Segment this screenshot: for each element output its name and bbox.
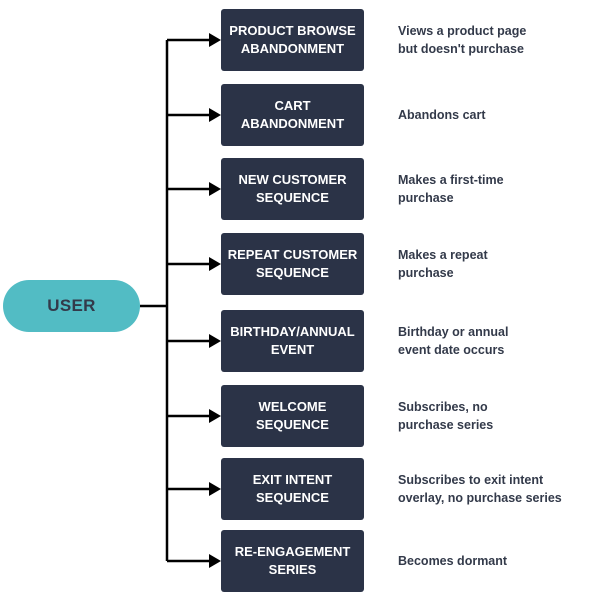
flow-description: Makes a first-time purchase	[398, 173, 504, 205]
arrowhead-icon	[209, 409, 221, 423]
flow-box-cart-abandonment: CART ABANDONMENT	[221, 84, 364, 146]
arrowhead-icon	[209, 33, 221, 47]
arrowhead-icon	[209, 108, 221, 122]
flow-box-welcome-sequence: WELCOME SEQUENCE	[221, 385, 364, 447]
arrowhead-icon	[209, 334, 221, 348]
flow-box-birthday-annual-event: BIRTHDAY/ANNUAL EVENT	[221, 310, 364, 372]
user-node: USER	[3, 280, 140, 332]
flow-box-new-customer-sequence: NEW CUSTOMER SEQUENCE	[221, 158, 364, 220]
flow-box-exit-intent-sequence: EXIT INTENT SEQUENCE	[221, 458, 364, 520]
user-label: USER	[47, 296, 96, 315]
flow-box-product-browse-abandonment: PRODUCT BROWSE ABANDONMENT	[221, 9, 364, 71]
flow-description: Subscribes, no purchase series	[398, 400, 494, 432]
flow-description: Birthday or annual event date occurs	[398, 325, 509, 357]
flow-description: Becomes dormant	[398, 554, 508, 568]
arrowhead-icon	[209, 482, 221, 496]
flow-box-re-engagement-series: RE-ENGAGEMENT SERIES	[221, 530, 364, 592]
flow-description: Makes a repeat purchase	[398, 248, 488, 280]
flow-description: Abandons cart	[398, 108, 486, 122]
flow-description: Subscribes to exit intent overlay, no pu…	[398, 473, 562, 505]
arrowhead-icon	[209, 554, 221, 568]
flow-description: Views a product page but doesn't purchas…	[398, 24, 527, 56]
flow-box-repeat-customer-sequence: REPEAT CUSTOMER SEQUENCE	[221, 233, 364, 295]
arrowhead-icon	[209, 182, 221, 196]
arrowhead-icon	[209, 257, 221, 271]
